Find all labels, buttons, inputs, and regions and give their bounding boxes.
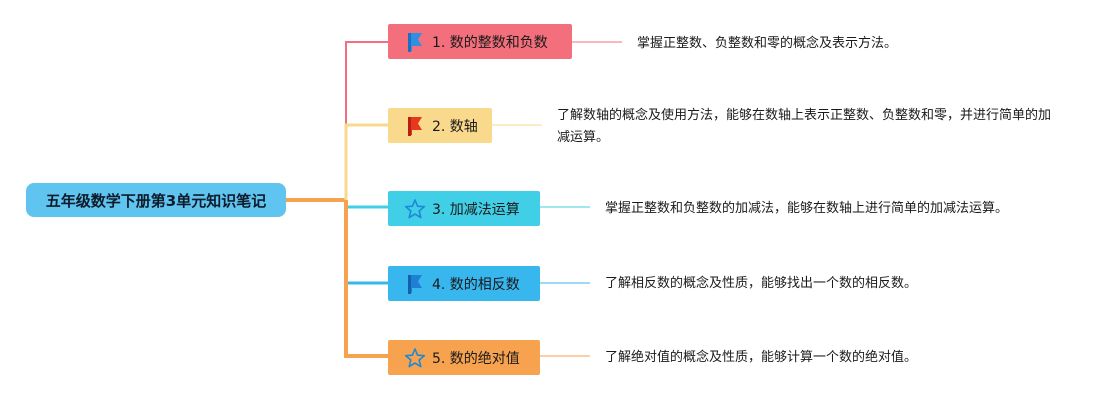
red-flag-icon [404, 115, 426, 137]
connector-branch-4 [344, 200, 388, 285]
star-icon [404, 198, 426, 220]
connector-branch-1 [345, 41, 388, 200]
branch-1[interactable]: 1. 数的整数和负数 [388, 24, 572, 59]
connector-branch-2 [344, 123, 388, 200]
root-topic[interactable]: 五年级数学下册第3单元知识笔记 [26, 183, 286, 217]
branch-3-description: 掌握正整数和负整数的加减法，能够在数轴上进行简单的加减法运算。 [605, 201, 1009, 216]
branch-2[interactable]: 2. 数轴 [388, 108, 492, 143]
star-icon [404, 347, 426, 369]
branch-5[interactable]: 5. 数的绝对值 [388, 340, 540, 375]
branch-4-label: 4. 数的相反数 [432, 276, 520, 293]
branch-3[interactable]: 3. 加减法运算 [388, 191, 540, 226]
branch-5-label: 5. 数的绝对值 [432, 350, 520, 367]
blue-flag-icon [404, 273, 426, 295]
blue-flag-icon [404, 31, 426, 53]
branch-1-description: 掌握正整数、负整数和零的概念及表示方法。 [637, 36, 898, 51]
branch-2-label: 2. 数轴 [432, 118, 478, 135]
branch-3-label: 3. 加减法运算 [432, 201, 520, 218]
branch-4-description: 了解相反数的概念及性质，能够找出一个数的相反数。 [605, 276, 918, 291]
branch-1-label: 1. 数的整数和负数 [432, 34, 548, 51]
root-topic-label: 五年级数学下册第3单元知识笔记 [45, 191, 267, 210]
connector-branch-5 [344, 200, 388, 358]
branch-2-description: 了解数轴的概念及使用方法，能够在数轴上表示正整数、负整数和零，并进行简单的加减运… [557, 108, 1052, 145]
branch-4[interactable]: 4. 数的相反数 [388, 266, 540, 301]
branch-5-description: 了解绝对值的概念及性质，能够计算一个数的绝对值。 [605, 350, 918, 365]
